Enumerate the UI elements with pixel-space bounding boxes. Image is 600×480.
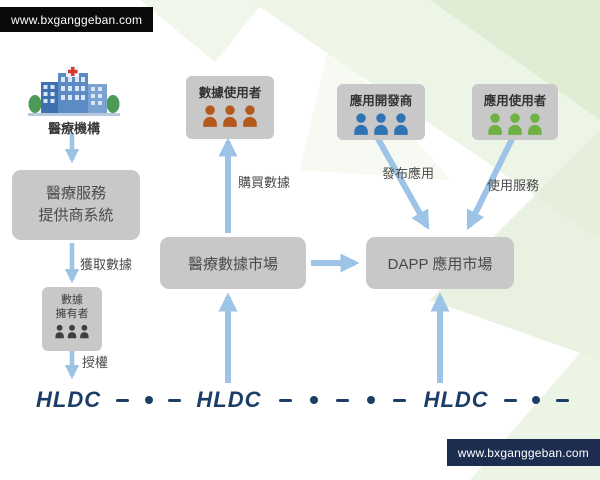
hldc-label-1: HLDC [36,387,102,412]
use-service-label: 使用服務 [487,178,540,193]
acquire-data-label: 獲取數據 [80,257,133,272]
app-developers-people-icon [354,113,408,135]
data-owner-people-icon [55,324,89,338]
app-users-box: 應用使用者 [472,84,558,140]
watermark-bottom: www.bxganggeban.com [446,439,600,466]
data-owner-box: 數據 擁有者 [42,287,102,351]
hldc-dash-dot-segment [489,396,584,404]
app-users-people-icon [488,113,542,135]
data-users-label: 數據使用者 [198,86,262,100]
hldc-blockchain-line: HLDC HLDC HLDC [36,384,584,416]
app-developers-box: 應用開發商 [337,84,425,140]
hospital-building-icon [28,66,120,120]
data-users-box: 數據使用者 [186,76,274,139]
provider-system-box: 醫療服務 提供商系統 [12,170,140,240]
publish-app-label: 發布應用 [382,166,435,181]
hldc-label-3: HLDC [423,387,489,412]
data-owner-label: 數據 擁有者 [55,294,89,321]
app-developers-label: 應用開發商 [349,94,413,108]
dapp-market-box: DAPP 應用市場 [366,237,514,289]
authorize-label: 授權 [82,355,109,370]
hospital-label: 醫療機構 [47,121,100,136]
hldc-dash-dot-segment [262,396,424,404]
buy-data-label: 購買數據 [238,175,291,190]
watermark-top: www.bxganggeban.com [0,7,154,32]
hldc-label-2: HLDC [196,387,262,412]
data-users-people-icon [203,105,257,127]
app-users-label: 應用使用者 [483,94,547,108]
arrow-appusers-to-dapp [466,135,516,231]
data-market-box: 醫療數據市場 [160,237,306,289]
arrow-developers-to-dapp [374,135,430,230]
hldc-dash-dot-segment [101,396,196,404]
